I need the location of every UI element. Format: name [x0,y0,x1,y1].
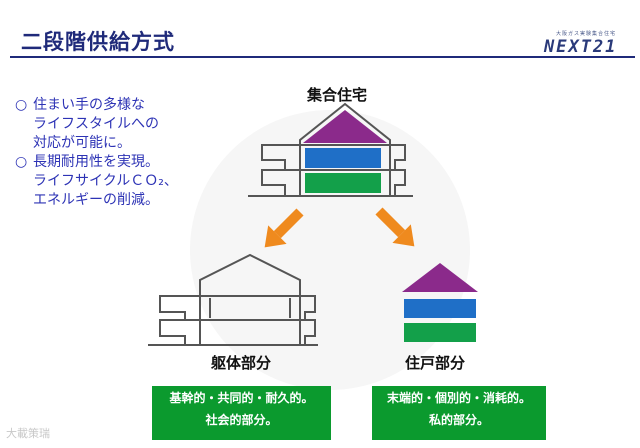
bullet-text: 長期耐用性を実現。 [33,154,159,170]
purple-roof-unit [402,263,478,292]
bullet-1-line-3: 対応が可能に。 [33,135,131,151]
arrow-right [375,207,415,247]
bullet-2-line-3: エネルギーの削減。 [33,192,159,208]
skeleton-building [148,253,318,346]
infill-units [402,263,478,342]
logo-wordmark: NEXT21 [544,37,618,57]
box-line-1: 基幹的・共同的・耐久的。 [169,391,314,405]
skeleton-outline [248,102,413,197]
bullet-marker: ○ [15,97,28,113]
bullet-marker: ○ [15,154,28,170]
infill-description-box: 末端的・個別的・消耗的。 私的部分。 [372,386,546,440]
bullet-text: 住まい手の多様な [33,97,145,113]
bullet-2-line-2: ライフサイクルＣＯ₂、 [33,173,178,189]
label-skeleton: 躯体部分 [211,354,272,372]
green-unit [404,323,476,342]
skeleton-description-box: 基幹的・共同的・耐久的。 社会的部分。 [152,386,331,440]
label-complete-housing: 集合住宅 [307,86,368,104]
bullet-1-line-1: ○ 住まい手の多様な [15,96,178,115]
bullet-1-line-2: ライフスタイルへの [33,116,159,132]
arrows [264,207,415,248]
green-unit [305,173,381,193]
box-line-2: 社会的部分。 [205,413,278,427]
blue-unit [305,148,381,168]
box-line-2: 私的部分。 [428,413,489,427]
label-infill: 住戸部分 [405,354,466,372]
box-line-1: 末端的・個別的・消耗的。 [386,391,531,405]
title-divider [10,56,635,58]
blue-unit [404,299,476,318]
bullet-2-line-1: ○ 長期耐用性を実現。 [15,153,178,172]
brand-logo: 大阪ガス実験集合住宅 NEXT21 [544,30,636,57]
purple-roof-unit [303,110,387,143]
bullet-list: ○ 住まい手の多様な ライフスタイルへの 対応が可能に。 ○ 長期耐用性を実現。… [15,96,178,210]
arrow-left [264,208,304,248]
complete-building [248,102,413,197]
page-title: 二段階供給方式 [21,30,175,54]
logo-small-text: 大阪ガス実験集合住宅 [556,31,617,37]
watermark: 大載策瑞 [6,427,50,440]
